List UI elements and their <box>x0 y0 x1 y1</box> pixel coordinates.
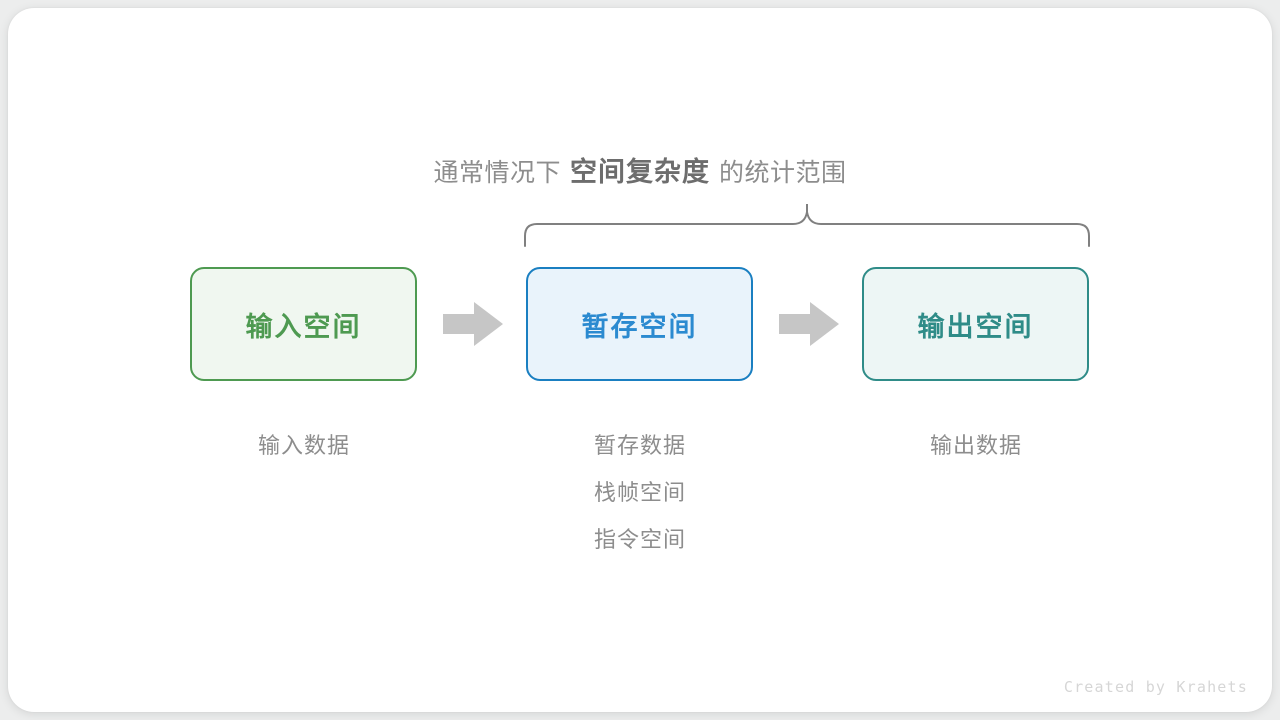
scope-brace <box>510 198 1104 252</box>
heading-emphasis: 空间复杂度 <box>570 157 710 187</box>
caption-output-0: 输出数据 <box>929 433 1022 458</box>
stage-box-output[interactable]: 输出空间 <box>862 267 1089 381</box>
caption-column-input: 输入数据 <box>174 422 434 469</box>
credit-text: Created by Krahets <box>1063 678 1248 696</box>
stage-box-temp-label: 暂存空间 <box>581 311 698 342</box>
caption-input-0: 输入数据 <box>257 433 350 458</box>
brace-icon <box>524 204 1090 247</box>
stage-box-output-label: 输出空间 <box>917 311 1034 342</box>
heading-suffix: 的统计范围 <box>719 159 847 187</box>
caption-temp-1: 栈帧空间 <box>593 480 686 505</box>
scope-heading: 通常情况下空间复杂度的统计范围 <box>0 150 1280 189</box>
heading-prefix: 通常情况下 <box>433 159 561 187</box>
right-arrow-icon <box>779 302 839 346</box>
caption-temp-2: 指令空间 <box>593 527 686 552</box>
arrow-temp-to-output <box>779 302 839 346</box>
arrow-input-to-temp <box>443 302 503 346</box>
caption-column-output: 输出数据 <box>846 422 1106 469</box>
right-arrow-icon <box>443 302 503 346</box>
caption-temp-0: 暂存数据 <box>593 433 686 458</box>
stage-box-temp[interactable]: 暂存空间 <box>526 267 753 381</box>
stage-box-input-label: 输入空间 <box>245 311 362 342</box>
stage-box-input[interactable]: 输入空间 <box>190 267 417 381</box>
caption-column-temp: 暂存数据 栈帧空间 指令空间 <box>510 422 770 563</box>
